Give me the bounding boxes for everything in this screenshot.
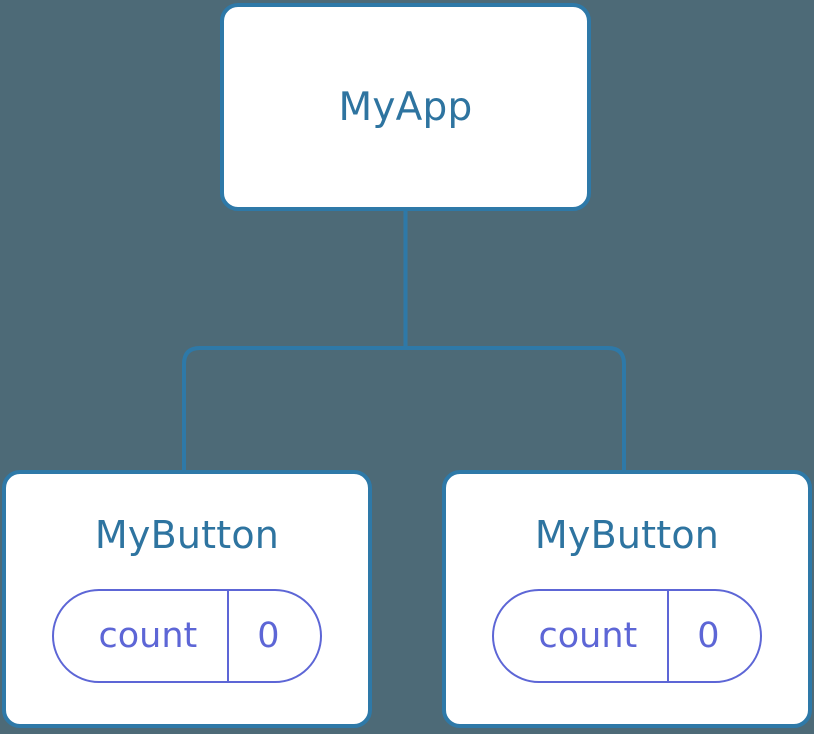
state-value-label: 0 (257, 615, 280, 656)
connector-branch-left (182, 346, 406, 472)
node-title: MyButton (534, 513, 720, 557)
node-myapp[interactable]: MyApp (220, 3, 591, 211)
state-key-cell: count (494, 591, 667, 681)
state-key-label: count (98, 615, 198, 656)
state-pill[interactable]: count 0 (52, 589, 322, 683)
connector-branch-right (405, 346, 626, 472)
state-value-cell: 0 (227, 591, 319, 681)
node-mybutton-0[interactable]: MyButton count 0 (2, 470, 372, 728)
node-title: MyButton (94, 513, 280, 557)
state-key-label: count (538, 615, 638, 656)
state-key-cell: count (54, 591, 227, 681)
node-title: MyApp (338, 84, 473, 130)
state-value-cell: 0 (667, 591, 759, 681)
state-value-label: 0 (697, 615, 720, 656)
node-mybutton-1[interactable]: MyButton count 0 (442, 470, 812, 728)
state-pill[interactable]: count 0 (492, 589, 762, 683)
